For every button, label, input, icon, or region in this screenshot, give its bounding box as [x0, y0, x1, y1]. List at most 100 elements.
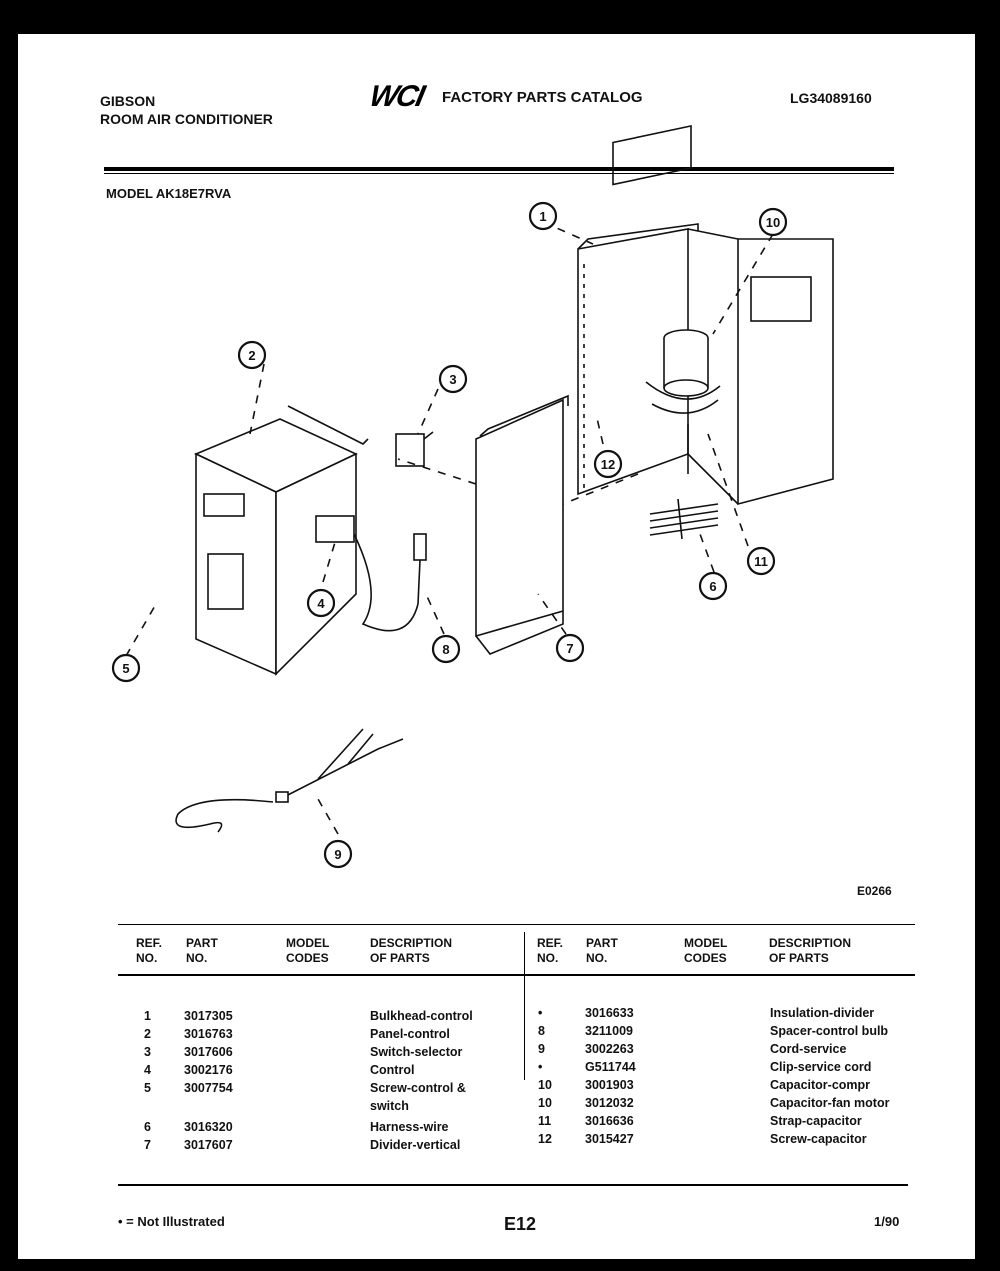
table-row-desc: Insulation-divider	[770, 1006, 875, 1020]
table-divider	[524, 932, 525, 1080]
callout-label: 6	[709, 579, 716, 594]
table-row-ref: 8	[538, 1024, 545, 1038]
table-row-desc: Strap-capacitor	[770, 1114, 862, 1128]
callout-label: 4	[317, 596, 325, 611]
callout-1	[528, 201, 558, 231]
callout-9	[323, 839, 353, 869]
table-row-part: 3015427	[585, 1132, 634, 1146]
table-row-part: 3007754	[184, 1081, 233, 1095]
selector-switch-part	[395, 431, 434, 467]
callout-label: 1	[539, 209, 546, 224]
table-row-ref: 11	[538, 1114, 552, 1128]
revision-date: 1/90	[874, 1214, 900, 1229]
callout-label: 3	[449, 372, 456, 387]
figure-code: E0266	[857, 884, 892, 898]
callout-4	[306, 588, 336, 618]
callout-12	[593, 449, 623, 479]
table-row-part: 3016763	[184, 1027, 233, 1041]
header-ref: REF.NO.	[136, 936, 163, 965]
table-row-ref: •	[538, 1060, 543, 1074]
service-cord-part	[175, 728, 404, 833]
table-row-desc: Capacitor-compr	[770, 1078, 871, 1092]
header-ref-right: REF.NO.	[537, 936, 564, 965]
table-row-part: 3001903	[585, 1078, 634, 1092]
panel-control-part	[194, 405, 369, 676]
table-row-desc: Cord-service	[770, 1042, 847, 1056]
catalog-page: GIBSON ROOM AIR CONDITIONER WCI FACTORY …	[18, 34, 975, 1259]
callout-5	[111, 653, 141, 683]
page-number: E12	[504, 1214, 537, 1234]
callout-label: 5	[122, 661, 129, 676]
table-row-desc: Control	[370, 1063, 415, 1077]
table-row-part: 3012032	[585, 1096, 634, 1110]
table-row-part: 3002176	[184, 1063, 233, 1077]
table-row-desc: Capacitor-fan motor	[770, 1096, 890, 1110]
catalog-title: FACTORY PARTS CATALOG	[442, 89, 643, 106]
header-rule-thin	[104, 173, 894, 174]
header-rule	[104, 167, 894, 171]
table-row-ref: 12	[538, 1132, 552, 1146]
capacitor-part	[645, 329, 721, 474]
harness-wire-part	[649, 498, 719, 540]
callout-label: 10	[766, 215, 780, 230]
table-row-desc: Divider-vertical	[370, 1138, 461, 1152]
table-row-ref: 3	[144, 1045, 151, 1059]
table-row-ref: 10	[538, 1078, 552, 1092]
table-row-desc: Screw-capacitor	[770, 1132, 867, 1146]
brand-block: GIBSON ROOM AIR CONDITIONER	[100, 92, 273, 128]
table-row-part: 3017305	[184, 1009, 233, 1023]
table-row-part: G511744	[585, 1060, 636, 1074]
table-row-part: 3016320	[184, 1120, 233, 1134]
table-row-ref: 5	[144, 1081, 151, 1095]
callout-11	[746, 546, 776, 576]
callout-2	[237, 340, 267, 370]
callout-label: 9	[334, 847, 341, 862]
table-row-desc: Panel-control	[370, 1027, 450, 1041]
callout-6	[698, 571, 728, 601]
callout-label: 12	[601, 457, 615, 472]
table-row-desc: switch	[370, 1099, 409, 1113]
table-row-part: 3017607	[184, 1138, 233, 1152]
model-number: MODEL AK18E7RVA	[106, 186, 232, 201]
table-row-part: 3016636	[585, 1114, 634, 1128]
table-row-desc: Screw-control &	[370, 1081, 466, 1095]
callout-label: 11	[754, 554, 768, 569]
exploded-parts-diagram: 1 2 3 4 5 6 7 8 9 10 11 12	[111, 124, 834, 869]
table-header-rule	[118, 974, 915, 976]
table-row-part: 3211009	[585, 1024, 633, 1038]
table-row-desc: Spacer-control bulb	[770, 1024, 889, 1038]
table-row-ref: 1	[144, 1009, 151, 1023]
callout-label: 2	[248, 348, 255, 363]
table-bottom-rule	[118, 1184, 908, 1186]
table-row-ref: 7	[144, 1138, 151, 1152]
divider-vertical-part	[475, 394, 569, 655]
callout-10	[758, 207, 788, 237]
callout-label: 8	[442, 642, 449, 657]
table-row-desc: Switch-selector	[370, 1045, 463, 1059]
table-row-desc: Bulkhead-control	[370, 1009, 473, 1023]
table-row-desc: Harness-wire	[370, 1120, 449, 1134]
spacer-bulb-part	[413, 533, 427, 605]
brand-name: GIBSON	[100, 93, 156, 109]
table-row-ref: •	[538, 1006, 543, 1020]
table-row-ref: 4	[144, 1063, 151, 1077]
table-row-ref: 6	[144, 1120, 151, 1134]
table-row-ref: 2	[144, 1027, 151, 1041]
callout-3	[438, 364, 468, 394]
control-part	[315, 515, 419, 632]
callout-7	[555, 633, 585, 663]
document-number: LG34089160	[790, 90, 872, 106]
footnote: • = Not Illustrated	[118, 1214, 225, 1229]
product-name: ROOM AIR CONDITIONER	[100, 111, 273, 127]
table-row-part: 3002263	[585, 1042, 634, 1056]
table-row-part: 3016633	[585, 1006, 634, 1020]
table-row-part: 3017606	[184, 1045, 233, 1059]
bulkhead-control-part	[577, 124, 834, 506]
table-row-desc: Clip-service cord	[770, 1060, 872, 1074]
